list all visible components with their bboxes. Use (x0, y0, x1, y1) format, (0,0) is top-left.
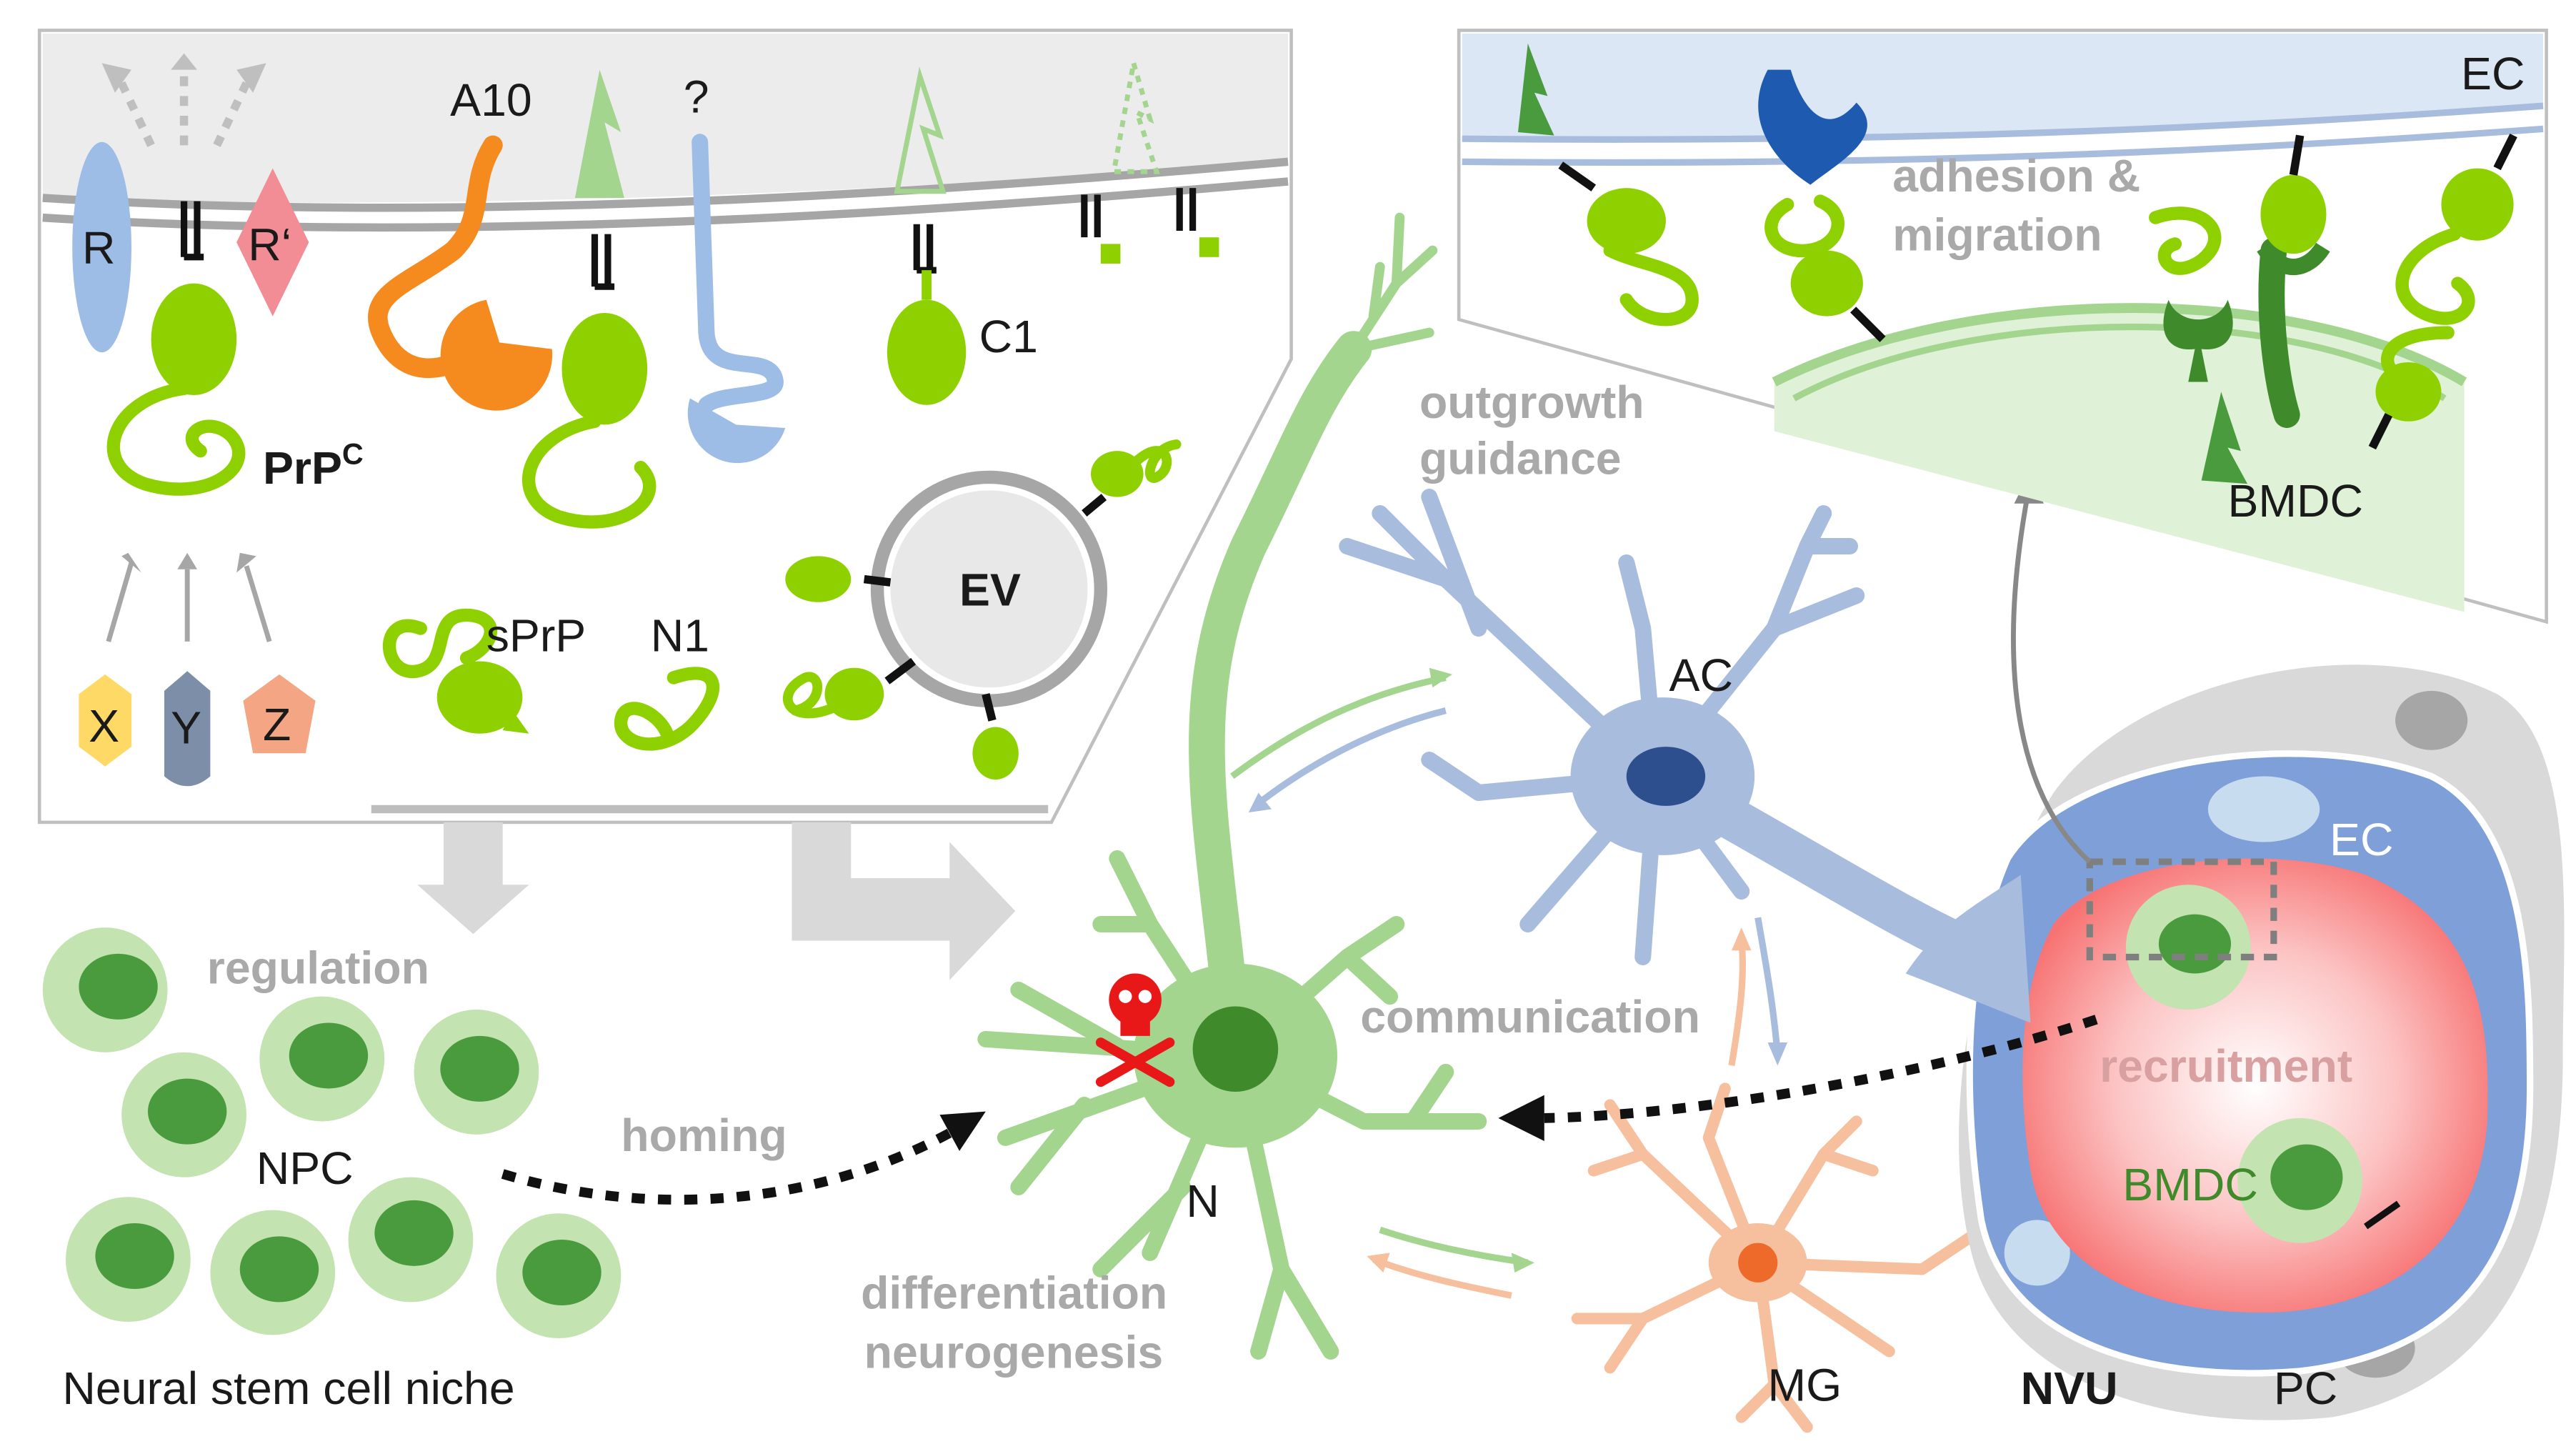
cell-membrane (42, 157, 1289, 212)
label-differentiation: differentiation (861, 1268, 1167, 1319)
label-bmdc-vessel: BMDC (2122, 1159, 2258, 1210)
released-fragment-inset (1517, 43, 1554, 136)
npc-cell (210, 1210, 336, 1335)
label-npc: NPC (256, 1142, 354, 1194)
bmdc-receptor-dark-1 (2163, 299, 2233, 382)
label-question: ? (684, 71, 709, 122)
signal-arrows (114, 69, 254, 147)
bmdc-receptor-dark-2 (2257, 134, 2330, 428)
arrow-elbow-neuron (792, 822, 1016, 980)
label-niche: Neural stem cell niche (62, 1363, 514, 1414)
label-pc: PC (2274, 1363, 2337, 1414)
ligand-x (79, 674, 131, 767)
label-z: Z (263, 699, 291, 750)
npc-cell (496, 1213, 621, 1339)
receptor-r (72, 141, 131, 353)
n1-fragment (614, 667, 720, 751)
unknown-receptor (692, 134, 784, 414)
label-adhesion: adhesion & (1892, 150, 2140, 201)
label-recruitment: recruitment (2100, 1040, 2352, 1092)
label-mg: MG (1768, 1359, 1842, 1410)
label-regulation: regulation (207, 942, 429, 993)
label-migration: migration (1892, 209, 2102, 261)
ec-receptor-blue (1758, 69, 1867, 185)
label-r: R (82, 222, 116, 274)
zoom-arrow (2011, 496, 2092, 864)
label-ev: EV (959, 564, 1021, 615)
ligand-z (243, 674, 316, 754)
npc-cell (259, 996, 385, 1122)
label-ac: AC (1669, 649, 1733, 701)
label-x: X (89, 700, 119, 752)
extracellular-vesicle: EV (782, 439, 1182, 780)
npc-cell (348, 1177, 474, 1303)
prpc-main (106, 201, 246, 496)
gpi-anchor-1 (1081, 194, 1121, 264)
released-fragment-solid (574, 69, 624, 198)
c1-fragment (887, 224, 967, 405)
neural-stem-cell-niche (42, 927, 621, 1339)
label-nvu: NVU (2021, 1363, 2118, 1414)
neurovascular-unit (1959, 664, 2565, 1420)
astrocyte (1339, 489, 2010, 979)
released-fragment-outline (894, 66, 947, 194)
neuron-nucleus (1192, 1006, 1279, 1092)
label-r-prime: R‘ (248, 219, 291, 270)
label-prpc: PrPC (263, 438, 364, 494)
microglia-nucleus (1738, 1243, 1778, 1283)
skull-crossbones-icon (1095, 973, 1175, 1087)
label-n1: N1 (651, 610, 709, 662)
npc-cell (65, 1197, 191, 1323)
label-outgrowth-1: outgrowth (1419, 377, 1644, 428)
a10-protease (368, 135, 503, 379)
label-ec-top: EC (2461, 48, 2525, 99)
arrow-down-regulation (417, 822, 529, 935)
label-sprp: sPrP (486, 610, 586, 662)
sprp (383, 608, 529, 734)
label-outgrowth-2: guidance (1419, 432, 1622, 484)
label-communication: communication (1360, 991, 1700, 1042)
astrocyte-endfoot (1905, 875, 2031, 1023)
label-ec-vessel: EC (2330, 814, 2393, 865)
label-y: Y (171, 702, 201, 753)
label-c1: C1 (979, 311, 1038, 362)
npc-cell (121, 1052, 246, 1177)
label-homing: homing (621, 1110, 787, 1161)
astrocyte-nucleus (1626, 747, 1706, 806)
zoom-box (2086, 858, 2277, 961)
adhesion-inset-panel (1457, 29, 2548, 624)
prpc-inset-2 (1764, 194, 1886, 342)
bmdc-circulating (2125, 885, 2251, 1010)
npc-cell (414, 1010, 539, 1135)
homing-arrow (501, 1127, 956, 1205)
prpc-inset-1 (1558, 161, 1699, 327)
label-a10: A10 (450, 74, 532, 126)
label-n: N (1186, 1175, 1219, 1227)
ligand-y (164, 671, 211, 787)
prpc-inset-3 (2368, 134, 2517, 450)
npc-cell (42, 927, 168, 1052)
gpi-anchor-2 (1176, 188, 1219, 257)
label-neurogenesis: neurogenesis (864, 1326, 1164, 1378)
bmdc-adherent (2237, 1117, 2363, 1243)
label-bmdc-inset: BMDC (2227, 475, 2363, 527)
prpc-cleavage (522, 234, 657, 529)
